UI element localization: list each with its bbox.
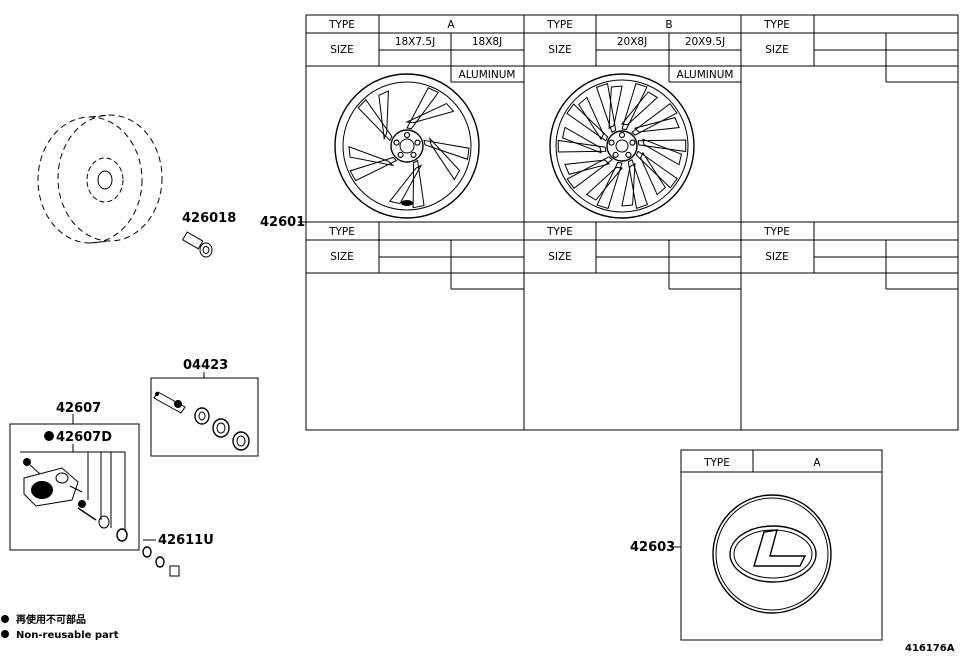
wheel-spoke <box>621 82 648 131</box>
size-a-2: 18X8J <box>472 36 502 48</box>
wheel-spoke <box>423 139 470 160</box>
figure-id: 416176A <box>905 643 955 654</box>
lug-hole <box>608 139 615 146</box>
lug-hole <box>612 151 619 158</box>
wheel-spoke <box>635 150 678 189</box>
size-label: SIZE <box>765 44 789 56</box>
wheel-a-illustration <box>334 73 480 219</box>
legend-bullet-icon <box>1 630 9 638</box>
type-label: TYPE <box>546 19 573 31</box>
wheel-spoke <box>388 164 423 205</box>
wheel-spoke <box>405 102 455 124</box>
type-label: TYPE <box>763 226 790 238</box>
valve-kit-box <box>150 377 259 457</box>
part-number-ornament: 42603 <box>630 540 675 555</box>
wheel-spoke <box>608 85 623 130</box>
wheel-spoke <box>627 159 649 209</box>
type-label: TYPE <box>763 19 790 31</box>
valve-kit-illustration <box>153 391 250 451</box>
wheel-spoke <box>566 103 609 142</box>
lug-hole <box>625 151 632 158</box>
material-b: ALUMINUM <box>677 69 734 81</box>
part-number-nut: 42611U <box>158 533 214 548</box>
wheel-b-illustration <box>549 73 695 219</box>
wheel-spoke <box>633 117 680 133</box>
wheel-spoke <box>557 139 607 153</box>
wheel-spoke <box>621 162 636 207</box>
type-label: TYPE <box>328 19 355 31</box>
lug-hole <box>393 139 400 146</box>
size-label: SIZE <box>330 251 354 263</box>
wheel-spoke <box>621 91 659 126</box>
type-label: TYPE <box>546 226 573 238</box>
type-value-a: A <box>447 19 455 31</box>
size-label: SIZE <box>548 251 572 263</box>
sensor-box <box>9 423 140 551</box>
legend-bullet-icon <box>1 615 9 623</box>
ornament-type-value: A <box>813 457 821 469</box>
part-number-sensor-sub: 42607D <box>56 430 112 445</box>
wheel-spoke <box>349 156 398 182</box>
size-b-1: 20X8J <box>617 36 647 48</box>
wheel-spoke <box>348 145 395 167</box>
type-value-b: B <box>665 19 672 31</box>
size-a-1: 18X7.5J <box>395 36 435 48</box>
part-number-wheel: 42601 <box>260 215 305 230</box>
wheel-spoke <box>378 90 389 141</box>
size-label: SIZE <box>548 44 572 56</box>
size-label: SIZE <box>765 251 789 263</box>
lug-hole <box>629 139 636 146</box>
wheel-spoke <box>631 102 678 136</box>
wheel-spoke <box>564 159 611 175</box>
material-a: ALUMINUM <box>459 69 516 81</box>
type-label: TYPE <box>328 226 355 238</box>
ornament-type-label: TYPE <box>703 457 730 469</box>
part-number-bolt: 426018 <box>182 211 236 226</box>
part-number-sensor: 42607 <box>56 401 101 416</box>
part-number-valve-kit: 04423 <box>183 358 228 373</box>
lug-hole <box>619 132 625 138</box>
lug-hole <box>404 132 410 138</box>
wheel-spoke <box>412 159 425 209</box>
wheel-bolt-illustration <box>182 231 213 258</box>
wheel-spoke <box>566 156 613 190</box>
wheel-spoke <box>585 166 623 201</box>
size-label: SIZE <box>330 44 354 56</box>
spare-tire-illustration <box>37 114 163 244</box>
wheel-spoke <box>637 139 687 153</box>
wheel-spoke <box>642 138 683 166</box>
legend-en: Non-reusable part <box>16 630 119 641</box>
wheel-spoke <box>429 136 461 181</box>
non-reusable-marker-icon <box>44 431 54 441</box>
wheel-spoke <box>640 151 666 196</box>
wheel-type-table: TYPE SIZE A 18X7.5J 18X8J ALUMINUM TYPE … <box>305 14 959 431</box>
lug-hole <box>414 139 421 146</box>
lug-hole <box>410 151 417 158</box>
wheel-spoke <box>596 161 623 210</box>
lexus-logo-emblem <box>712 494 832 614</box>
legend-jp: 再使用不可部品 <box>16 613 86 626</box>
wheel-spoke <box>595 83 617 133</box>
size-b-2: 20X9.5J <box>685 36 725 48</box>
wheel-spoke <box>357 98 393 142</box>
ornament-type-table: TYPE A <box>680 449 883 641</box>
wheel-spoke <box>578 96 604 141</box>
wheel-spoke <box>561 126 602 154</box>
tpms-sensor-illustration <box>23 458 128 542</box>
lug-hole <box>397 151 404 158</box>
wheel-spoke <box>406 87 440 130</box>
valve-nut-illustration <box>142 546 180 577</box>
